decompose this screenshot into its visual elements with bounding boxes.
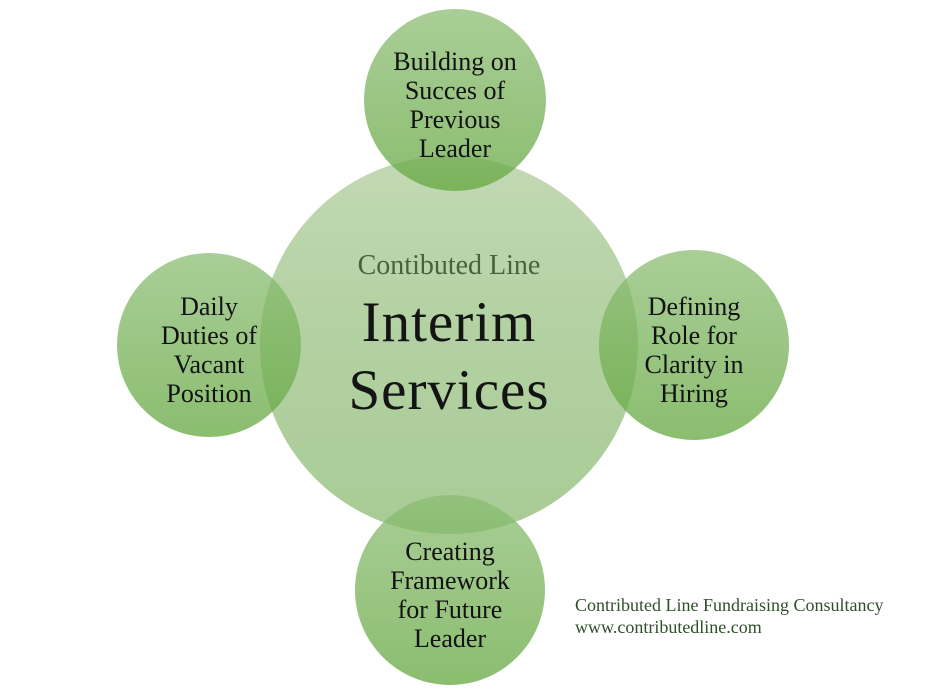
node-circle-top: Building on Succes of Previous Leader: [364, 9, 546, 191]
node-top-line3: Previous: [409, 105, 501, 134]
node-left-line2: Duties of: [160, 321, 258, 350]
node-top-line4: Leader: [418, 134, 492, 163]
node-left-line4: Position: [166, 379, 252, 408]
node-text-top: Building on Succes of Previous Leader: [393, 47, 517, 163]
node-left-line3: Vacant: [173, 350, 245, 379]
footer-caption: Contributed Line Fundraising Consultancy…: [575, 594, 905, 638]
central-title-line2: Services: [348, 359, 550, 422]
footer-website-line: www.contributedline.com: [575, 617, 762, 637]
node-right-line1: Defining: [647, 292, 741, 321]
node-right-line4: Hiring: [660, 379, 728, 408]
central-brand-label: Contibuted Line: [357, 250, 541, 281]
node-circle-bottom: Creating Framework for Future Leader: [355, 495, 545, 685]
node-top-line2: Succes of: [404, 76, 506, 105]
node-bottom-line3: for Future: [397, 595, 503, 624]
node-left-line1: Daily: [180, 292, 238, 321]
node-circle-right: Defining Role for Clarity in Hiring: [599, 250, 789, 440]
footer-company-line: Contributed Line Fundraising Consultancy: [575, 595, 884, 615]
node-bottom-line4: Leader: [413, 624, 487, 653]
node-circle-left: Daily Duties of Vacant Position: [117, 253, 301, 437]
node-right-line3: Clarity in: [644, 350, 744, 379]
node-right-line2: Role for: [651, 321, 737, 350]
node-text-left: Daily Duties of Vacant Position: [161, 292, 257, 408]
central-title-line1: Interim: [361, 291, 537, 354]
node-text-right: Defining Role for Clarity in Hiring: [645, 292, 744, 408]
central-circle: Contibuted Line Interim Services: [260, 156, 638, 534]
node-top-line1: Building on: [393, 47, 517, 76]
node-bottom-line1: Creating: [405, 537, 495, 566]
central-text-block: Contibuted Line Interim Services: [348, 249, 549, 425]
node-bottom-line2: Framework: [390, 566, 510, 595]
node-text-bottom: Creating Framework for Future Leader: [390, 537, 510, 653]
